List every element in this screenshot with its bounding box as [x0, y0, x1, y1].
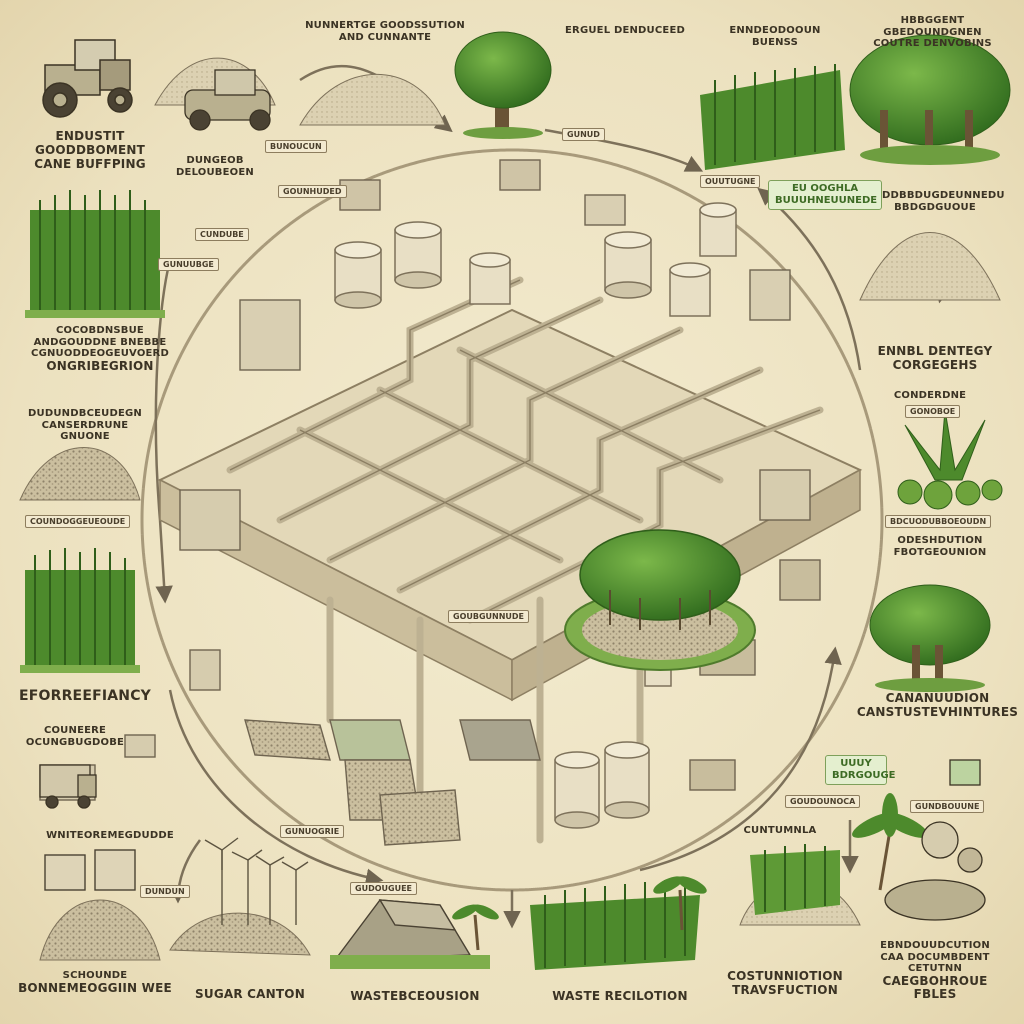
- flow-arrow: [154, 259, 173, 604]
- label-efficiency: EFORREEFIANCY: [18, 688, 152, 704]
- tag-process-11: GOUBGUNNUDE: [448, 610, 530, 623]
- delivery-truck: [39, 764, 97, 809]
- label-waste-recilotion: WASTE RECILOTION: [552, 989, 688, 1003]
- tag-process-10: GUNDBOUUNE: [910, 800, 985, 813]
- label-right-c: CONDERDNE: [893, 390, 967, 401]
- waste-shelter: [330, 899, 490, 969]
- agave-plants: [897, 409, 1003, 510]
- tag-process-3: BUNOUCUN: [265, 140, 327, 153]
- label-produced: ERGUEL DENDUCEED: [565, 25, 685, 36]
- trees: [454, 31, 1011, 692]
- tag-process-5: GUNUD: [562, 128, 605, 141]
- label-waste-session: WASTEBCEOUSION: [350, 989, 480, 1003]
- tag-left-pile: COUNDOGGEUEOUDE: [25, 515, 131, 528]
- palm-trees: [452, 793, 928, 951]
- grove-island: [564, 529, 756, 671]
- tag-right-d: BDCUODUBBOEOUDN: [885, 515, 992, 528]
- tag-process-8: GUDOUGUEE: [350, 882, 417, 895]
- tag-bottom-1: DUNDUN: [140, 885, 190, 898]
- tag-process-2: GUNUUBGE: [158, 258, 219, 271]
- tag-process-7: GUNUOGRIE: [280, 825, 345, 838]
- tag-right-c: GONOBOE: [905, 405, 961, 418]
- wind-turbines: [204, 837, 309, 925]
- tag-process-6: OUUTUGNE: [700, 175, 761, 188]
- flow-arrow: [168, 689, 384, 886]
- harvester-machine: [184, 69, 271, 131]
- label-bottom-mid: CUNTUMNLA: [743, 825, 817, 836]
- cane-fields: [20, 64, 845, 970]
- tag-process-1: CUNDUBE: [195, 228, 249, 241]
- label-left-e: WNITEOREMEGDUDDE: [46, 830, 174, 841]
- tractor-illustration: [42, 39, 133, 118]
- processing-machinery: [884, 759, 986, 921]
- flow-arrow: [639, 646, 842, 872]
- tag-process-9: GOUDOUNOCA: [785, 795, 861, 808]
- tag-process-4: GOUNHUDED: [278, 185, 347, 198]
- factory-complex: [39, 159, 863, 846]
- storage-boxes: [44, 849, 136, 891]
- label-sugar-canton: SUGAR CANTON: [195, 987, 305, 1001]
